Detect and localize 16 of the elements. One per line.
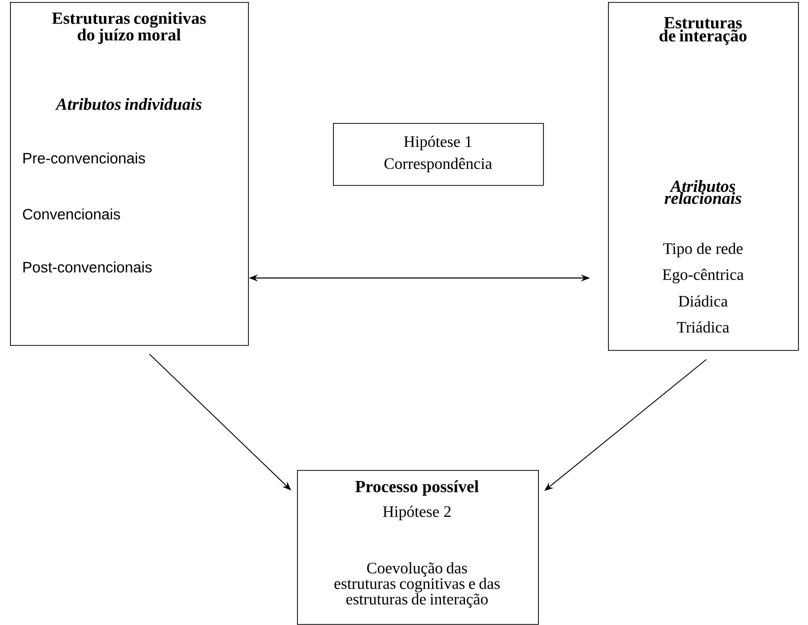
box-text: Coevolução das estruturas cognitivas e das estruturas de interação	[334, 562, 500, 608]
box-text: Hipótese 2	[383, 506, 451, 520]
box-text: Triádica	[676, 321, 730, 333]
list-item: Pre-convencionais	[23, 152, 146, 164]
list-item: Post-convencionais	[23, 262, 152, 272]
box-text: Tipo de rede	[663, 242, 743, 258]
box-text: Correspondência	[384, 158, 492, 172]
box-heading: Processo possível	[355, 480, 479, 496]
box-subheading: Atributos relacionais	[664, 180, 742, 204]
box-text: Diádica	[678, 295, 728, 307]
box-text: Ego-cêntrica	[662, 268, 744, 284]
box-text: Hipótese 1	[404, 136, 472, 150]
box-heading: Estruturas cognitivas do juízo moral	[52, 12, 206, 44]
list-item: Convencionais	[22, 208, 120, 220]
box-subheading: Atributos individuais	[55, 98, 202, 110]
box-heading: Estruturas de interação	[660, 17, 747, 45]
